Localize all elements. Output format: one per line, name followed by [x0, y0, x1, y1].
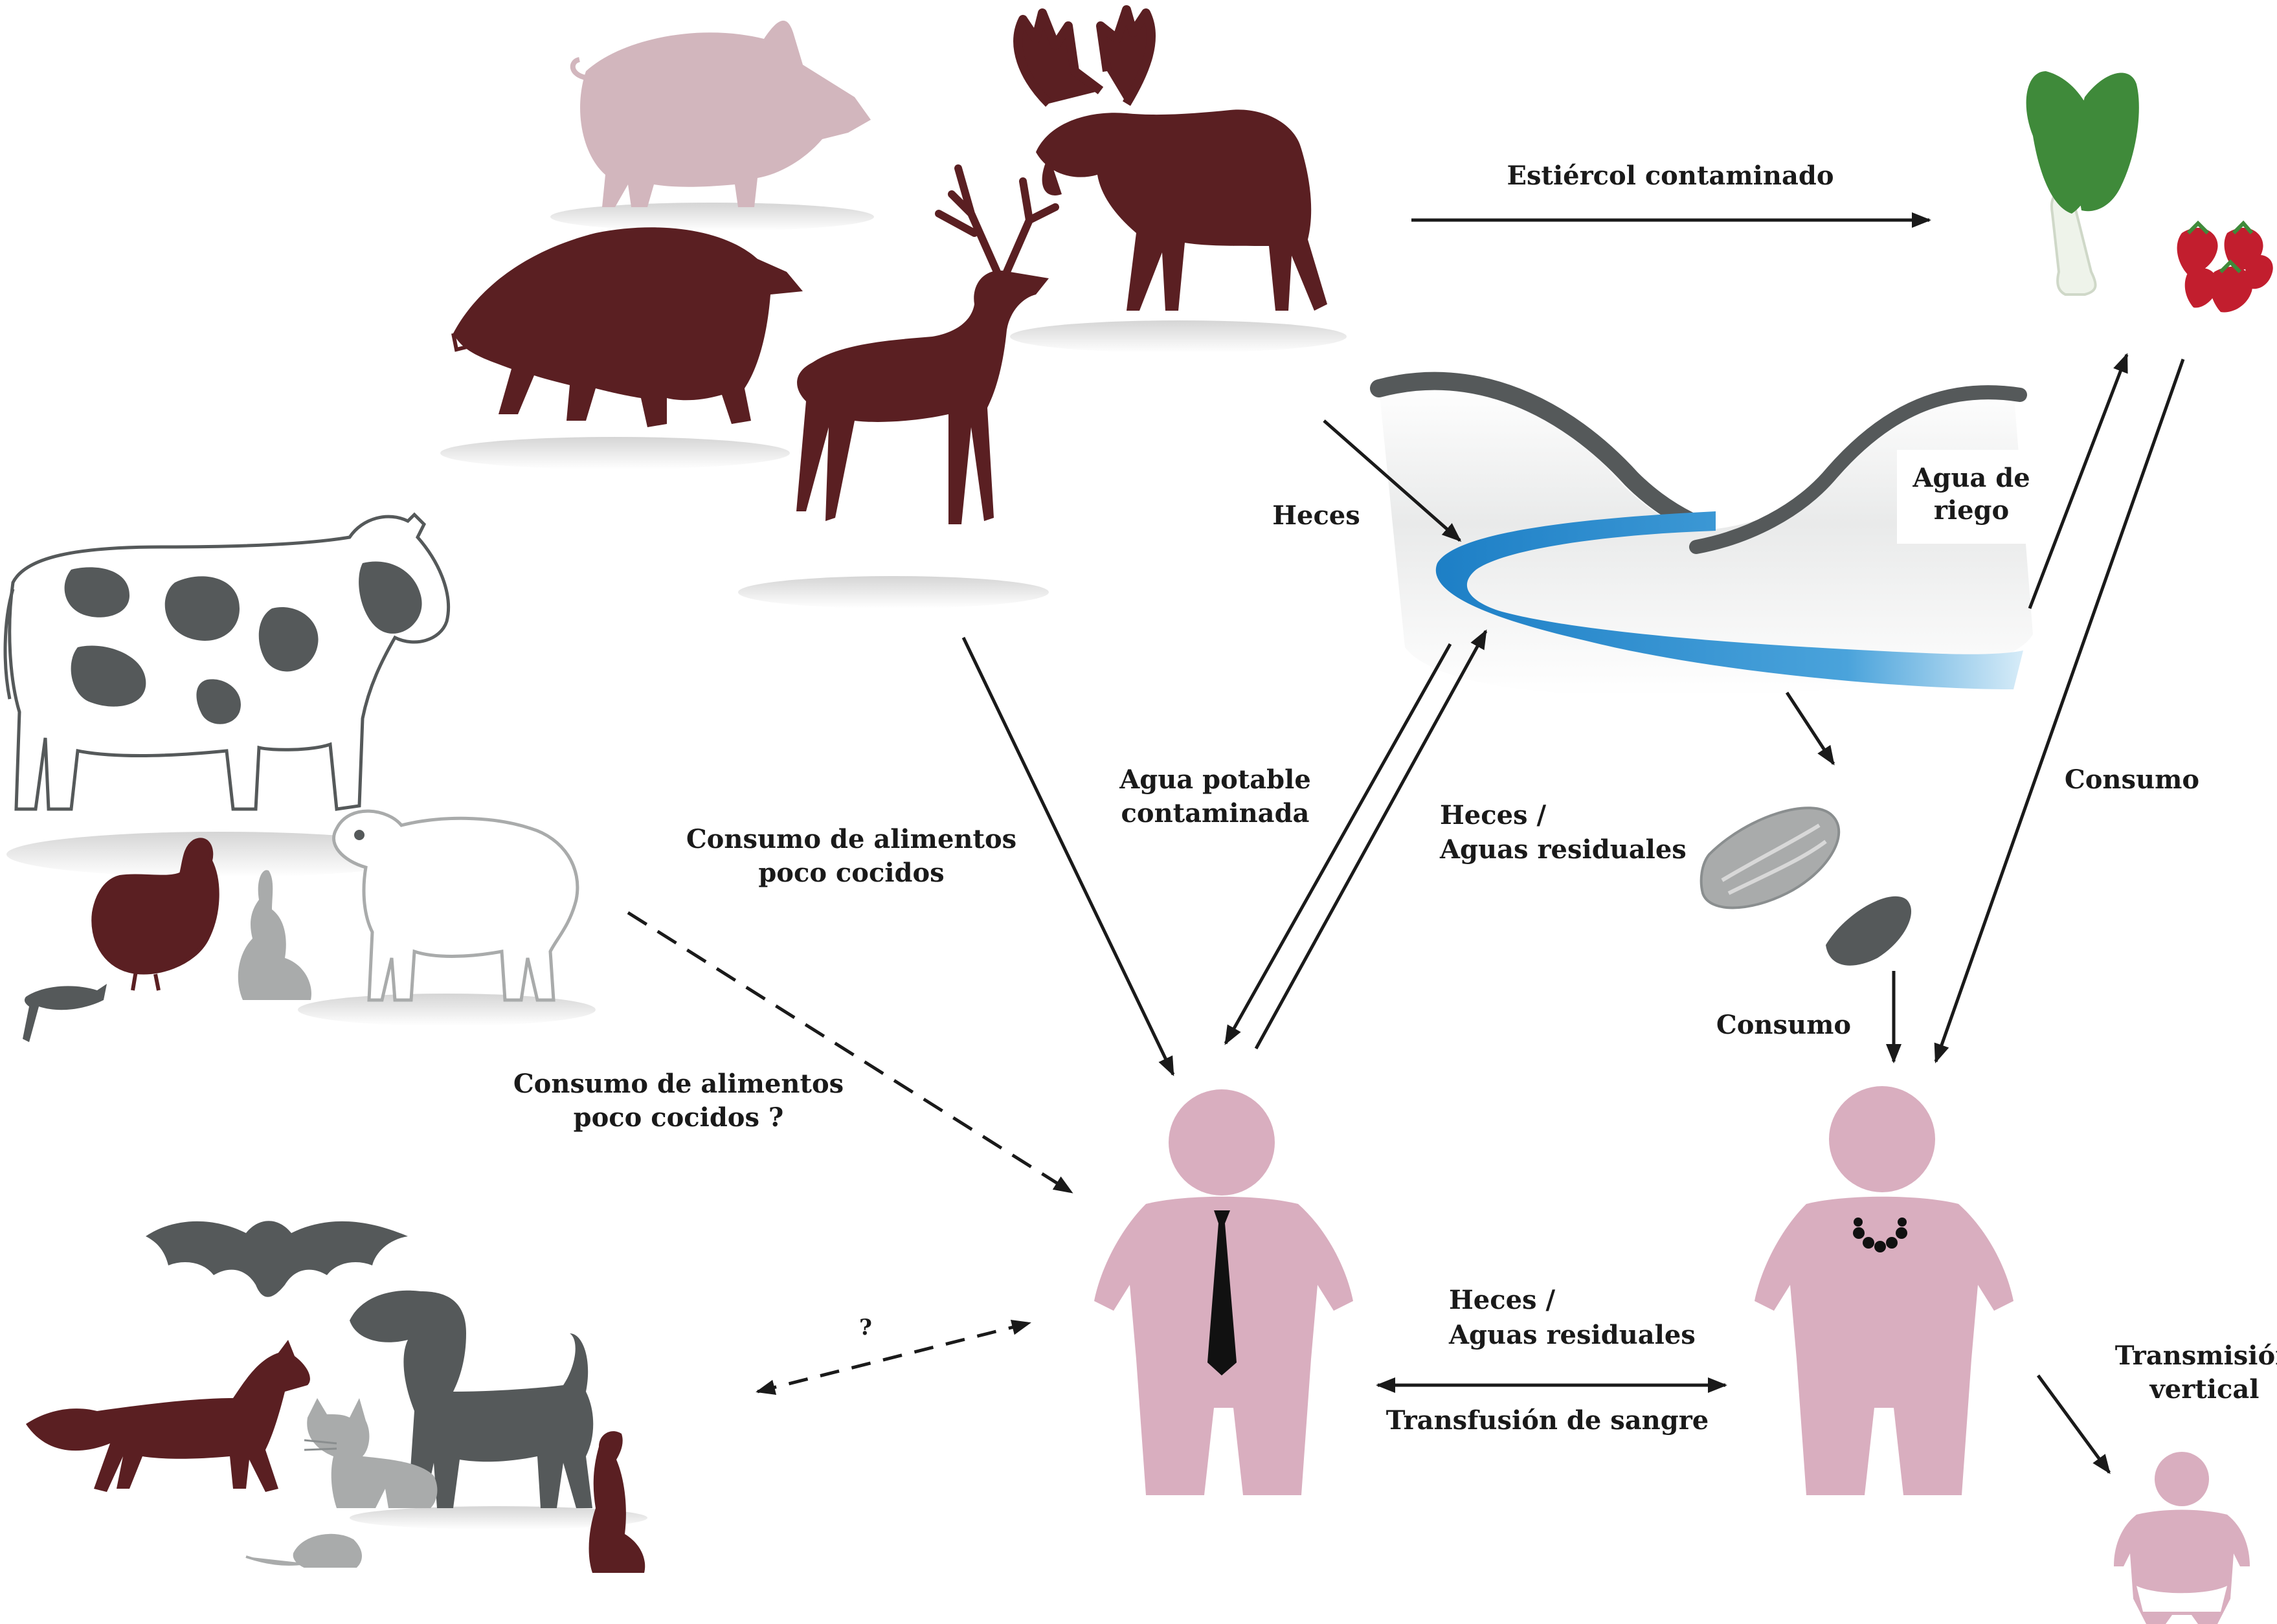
- bat-icon: [146, 1221, 408, 1297]
- label-bg-agua-riego: [1897, 450, 2033, 544]
- oyster-icon: [1699, 806, 1841, 909]
- label-heces-aguas-2-l2: Aguas residuales: [1448, 1320, 1696, 1350]
- cat-icon: [304, 1398, 438, 1508]
- arrow-crops-to-woman: [1934, 359, 2185, 1063]
- baby-icon: [2114, 1452, 2250, 1624]
- woman-icon: [1755, 1086, 2013, 1495]
- fish-icon: [23, 984, 107, 1042]
- label-question: ?: [859, 1315, 872, 1340]
- arrow-pets-man-dashed: [756, 1319, 1031, 1396]
- rabbit-icon: [238, 870, 311, 1000]
- arrow-river-to-shellfish: [1785, 691, 1835, 766]
- arrow-wild-to-man: [961, 636, 1175, 1076]
- cow-icon: [3, 512, 451, 877]
- arrow-heces-to-river: [1323, 419, 1462, 542]
- label-agua-riego-1: Agua de: [1912, 463, 2030, 493]
- label-transmision-l2: vertical: [2149, 1374, 2260, 1405]
- chicken-icon: [91, 838, 219, 991]
- label-agua-riego-2: riego: [1934, 495, 2009, 526]
- label-transmision-l1: Transmisión: [2115, 1340, 2277, 1371]
- dog-icon: [350, 1290, 647, 1529]
- arrow-vertical-transmission: [2036, 1374, 2111, 1474]
- pig-icon: [550, 20, 874, 231]
- label-consumo-mariscos: Consumo: [1716, 1010, 1851, 1040]
- label-consumo-alimentos-1-l2: poco cocidos: [758, 858, 944, 888]
- man-icon: [1094, 1089, 1353, 1495]
- label-transfusion: Transfusión de sangre: [1386, 1405, 1709, 1436]
- wild-boar-icon: [440, 227, 803, 469]
- label-heces-aguas-1-l1: Heces /: [1440, 800, 1546, 830]
- sheep-icon: [298, 809, 596, 1026]
- deer-icon: [738, 164, 1059, 608]
- label-agua-potable-1: Agua potable: [1119, 764, 1311, 795]
- label-consumo-alimentos-2-l1: Consumo de alimentos: [513, 1069, 844, 1099]
- arrow-farm-to-man-dashed: [627, 911, 1073, 1194]
- label-heces-aguas-2-l1: Heces /: [1449, 1285, 1555, 1315]
- fox-icon: [26, 1340, 310, 1492]
- label-estiercol: Estiércol contaminado: [1507, 161, 1834, 191]
- arrow-man-to-river: [1254, 629, 1488, 1050]
- meerkat-icon: [589, 1431, 645, 1573]
- strawberries-icon: [2177, 220, 2273, 313]
- label-heces: Heces: [1272, 500, 1360, 531]
- label-heces-aguas-1-l2: Aguas residuales: [1439, 834, 1687, 865]
- mussel-icon: [1826, 896, 1912, 966]
- river-landscape-icon: [1370, 372, 2033, 696]
- moose-icon: [1010, 5, 1347, 353]
- label-consumo-vegetales: Consumo: [2065, 764, 2199, 795]
- label-consumo-alimentos-2-l2: poco cocidos ?: [574, 1102, 784, 1133]
- label-agua-potable-2: contaminada: [1121, 798, 1310, 829]
- mouse-icon: [245, 1533, 362, 1568]
- arrow-river-to-man: [1224, 643, 1452, 1045]
- spinach-icon: [2026, 71, 2139, 296]
- arrow-riego-to-crops: [2028, 353, 2129, 609]
- label-consumo-alimentos-1-l1: Consumo de alimentos: [686, 824, 1016, 854]
